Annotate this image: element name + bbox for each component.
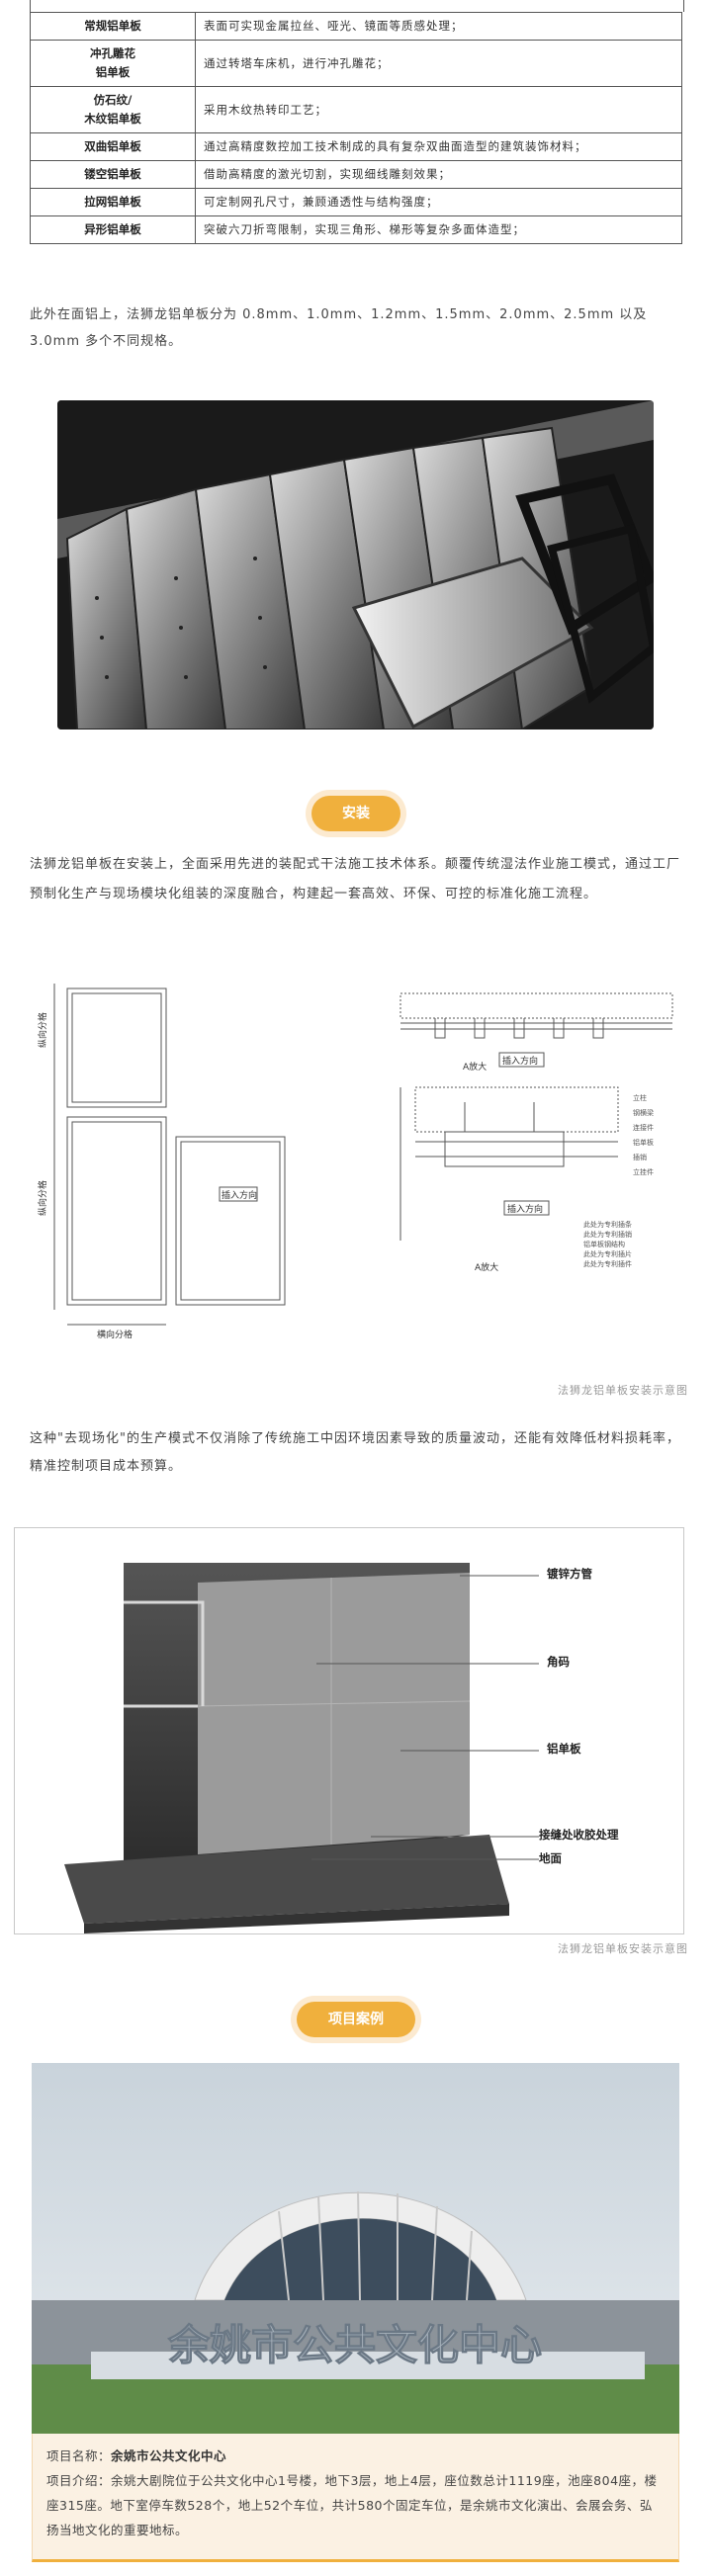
project-intro-label: 项目介绍：: [46, 2473, 112, 2488]
label-ground: 地面: [539, 1851, 562, 1865]
type-desc: 突破六刀折弯限制，实现三角形、梯形等复杂多面体造型；: [195, 215, 682, 244]
table-row: 双曲铝单板通过高精度数控加工技术制成的具有复杂双曲面造型的建筑装饰材料；: [30, 132, 682, 161]
type-name: 异形铝单板: [30, 215, 196, 244]
type-name: 仿石纹/ 木纹铝单板: [30, 86, 196, 133]
type-desc: 通过转塔车床机，进行冲孔雕花；: [195, 40, 682, 87]
insert-direction-label-3: 插入方向: [507, 1203, 543, 1215]
label-corner-bracket: 角码: [547, 1655, 570, 1669]
type-name: 常规铝单板: [30, 12, 196, 41]
install-paragraph: 法狮龙铝单板在安装上，全面采用先进的装配式干法施工技术体系。颠覆传统湿法作业施工…: [30, 857, 681, 902]
project-sign: 余姚市公共文化中心: [167, 2321, 542, 2369]
legend-item: 立柱: [633, 1093, 647, 1102]
project-intro-line: 项目介绍：余姚大剧院位于公共文化中心1号楼，地下3层，地上4层，座位数总计111…: [46, 2468, 665, 2542]
legend-bottom-item: 此处为专利插片: [583, 1249, 632, 1258]
vertical-grid-label-bottom: 纵向分格: [37, 1180, 48, 1216]
legend-bottom-item: 此处为专利插条: [583, 1220, 632, 1229]
table-row: 异形铝单板突破六刀折弯限制，实现三角形、梯形等复杂多面体造型；: [30, 215, 682, 244]
type-name: 拉网铝单板: [30, 188, 196, 216]
project-photo: 余姚市公共文化中心: [32, 2063, 679, 2434]
label-galvanized-tube: 镀锌方管: [547, 1567, 592, 1581]
legend-bottom-item: 铝单板钢结构: [583, 1240, 625, 1248]
project-intro-value: 余姚大剧院位于公共文化中心1号楼，地下3层，地上4层，座位数总计1119座，池座…: [46, 2473, 658, 2537]
label-joint-sealant: 接缝处收胶处理: [539, 1828, 619, 1842]
legend-item: 钢横梁: [633, 1108, 654, 1117]
legend-item: 铝单板: [633, 1138, 654, 1147]
type-desc: 通过高精度数控加工技术制成的具有复杂双曲面造型的建筑装饰材料；: [195, 132, 682, 161]
type-desc: 可定制网孔尺寸，兼顾通透性与结构强度；: [195, 188, 682, 216]
table-row: 仿石纹/ 木纹铝单板采用木纹热转印工艺；: [30, 86, 682, 133]
table-row: 常规铝单板表面可实现金属拉丝、哑光、镜面等质感处理；: [30, 12, 682, 41]
type-desc: 采用木纹热转印工艺；: [195, 86, 682, 133]
horizontal-grid-label: 横向分格: [97, 1329, 133, 1340]
insert-direction-label: 插入方向: [222, 1189, 257, 1201]
install-render-frame: 镀锌方管 角码 铝单板 接缝处收胶处理 地面: [14, 1527, 684, 1934]
section-badge-install: 安装: [311, 796, 400, 831]
label-aluminium-panel: 铝单板: [547, 1742, 581, 1756]
render-caption: 法狮龙铝单板安装示意图: [558, 1942, 688, 1955]
vertical-grid-label-top: 纵向分格: [37, 1012, 48, 1048]
a-enlarged-label: A放大: [463, 1061, 487, 1073]
legend-item: 连接件: [633, 1123, 654, 1132]
aluminium-panels-photo: [57, 400, 654, 730]
project-name-label: 项目名称：: [46, 2448, 112, 2463]
legend-item: 立挂件: [633, 1167, 654, 1176]
table-row: 拉网铝单板可定制网孔尺寸，兼顾通透性与结构强度；: [30, 188, 682, 216]
diagram-caption: 法狮龙铝单板安装示意图: [558, 1384, 688, 1397]
type-name: 镂空铝单板: [30, 160, 196, 189]
type-desc: 借助高精度的激光切割，实现细线雕刻效果；: [195, 160, 682, 189]
type-desc: 表面可实现金属拉丝、哑光、镜面等质感处理；: [195, 12, 682, 41]
install-technical-diagram: 纵向分格 纵向分格 横向分格 插入方向 A放大 插入方向: [10, 974, 692, 1374]
legend-bottom-item: 此处为专利插销: [583, 1230, 632, 1239]
type-name: 双曲铝单板: [30, 132, 196, 161]
insert-direction-label-2: 插入方向: [502, 1055, 538, 1067]
table-top-border: [30, 0, 684, 12]
table-row: 镂空铝单板借助高精度的激光切割，实现细线雕刻效果；: [30, 160, 682, 189]
after-paragraph: 这种"去现场化"的生产模式不仅消除了传统施工中因环境因素导致的质量波动，还能有效…: [30, 1431, 680, 1474]
a-enlarged-label-2: A放大: [475, 1261, 498, 1273]
legend-bottom-item: 此处为专利插件: [583, 1259, 632, 1268]
thickness-paragraph: 此外在面铝上，法狮龙铝单板分为 0.8mm、1.0mm、1.2mm、1.5mm、…: [30, 307, 648, 349]
panel-types-table: 常规铝单板表面可实现金属拉丝、哑光、镜面等质感处理； 冲孔雕花 铝单板通过转塔车…: [30, 12, 682, 244]
type-name: 冲孔雕花 铝单板: [30, 40, 196, 87]
project-name-value: 余姚市公共文化中心: [111, 2448, 227, 2463]
table-row: 冲孔雕花 铝单板通过转塔车床机，进行冲孔雕花；: [30, 40, 682, 87]
section-badge-project: 项目案例: [297, 2002, 415, 2037]
legend-item: 插销: [633, 1153, 647, 1161]
project-name-line: 项目名称：余姚市公共文化中心: [46, 2444, 665, 2468]
project-info-box: 项目名称：余姚市公共文化中心 项目介绍：余姚大剧院位于公共文化中心1号楼，地下3…: [32, 2434, 679, 2562]
